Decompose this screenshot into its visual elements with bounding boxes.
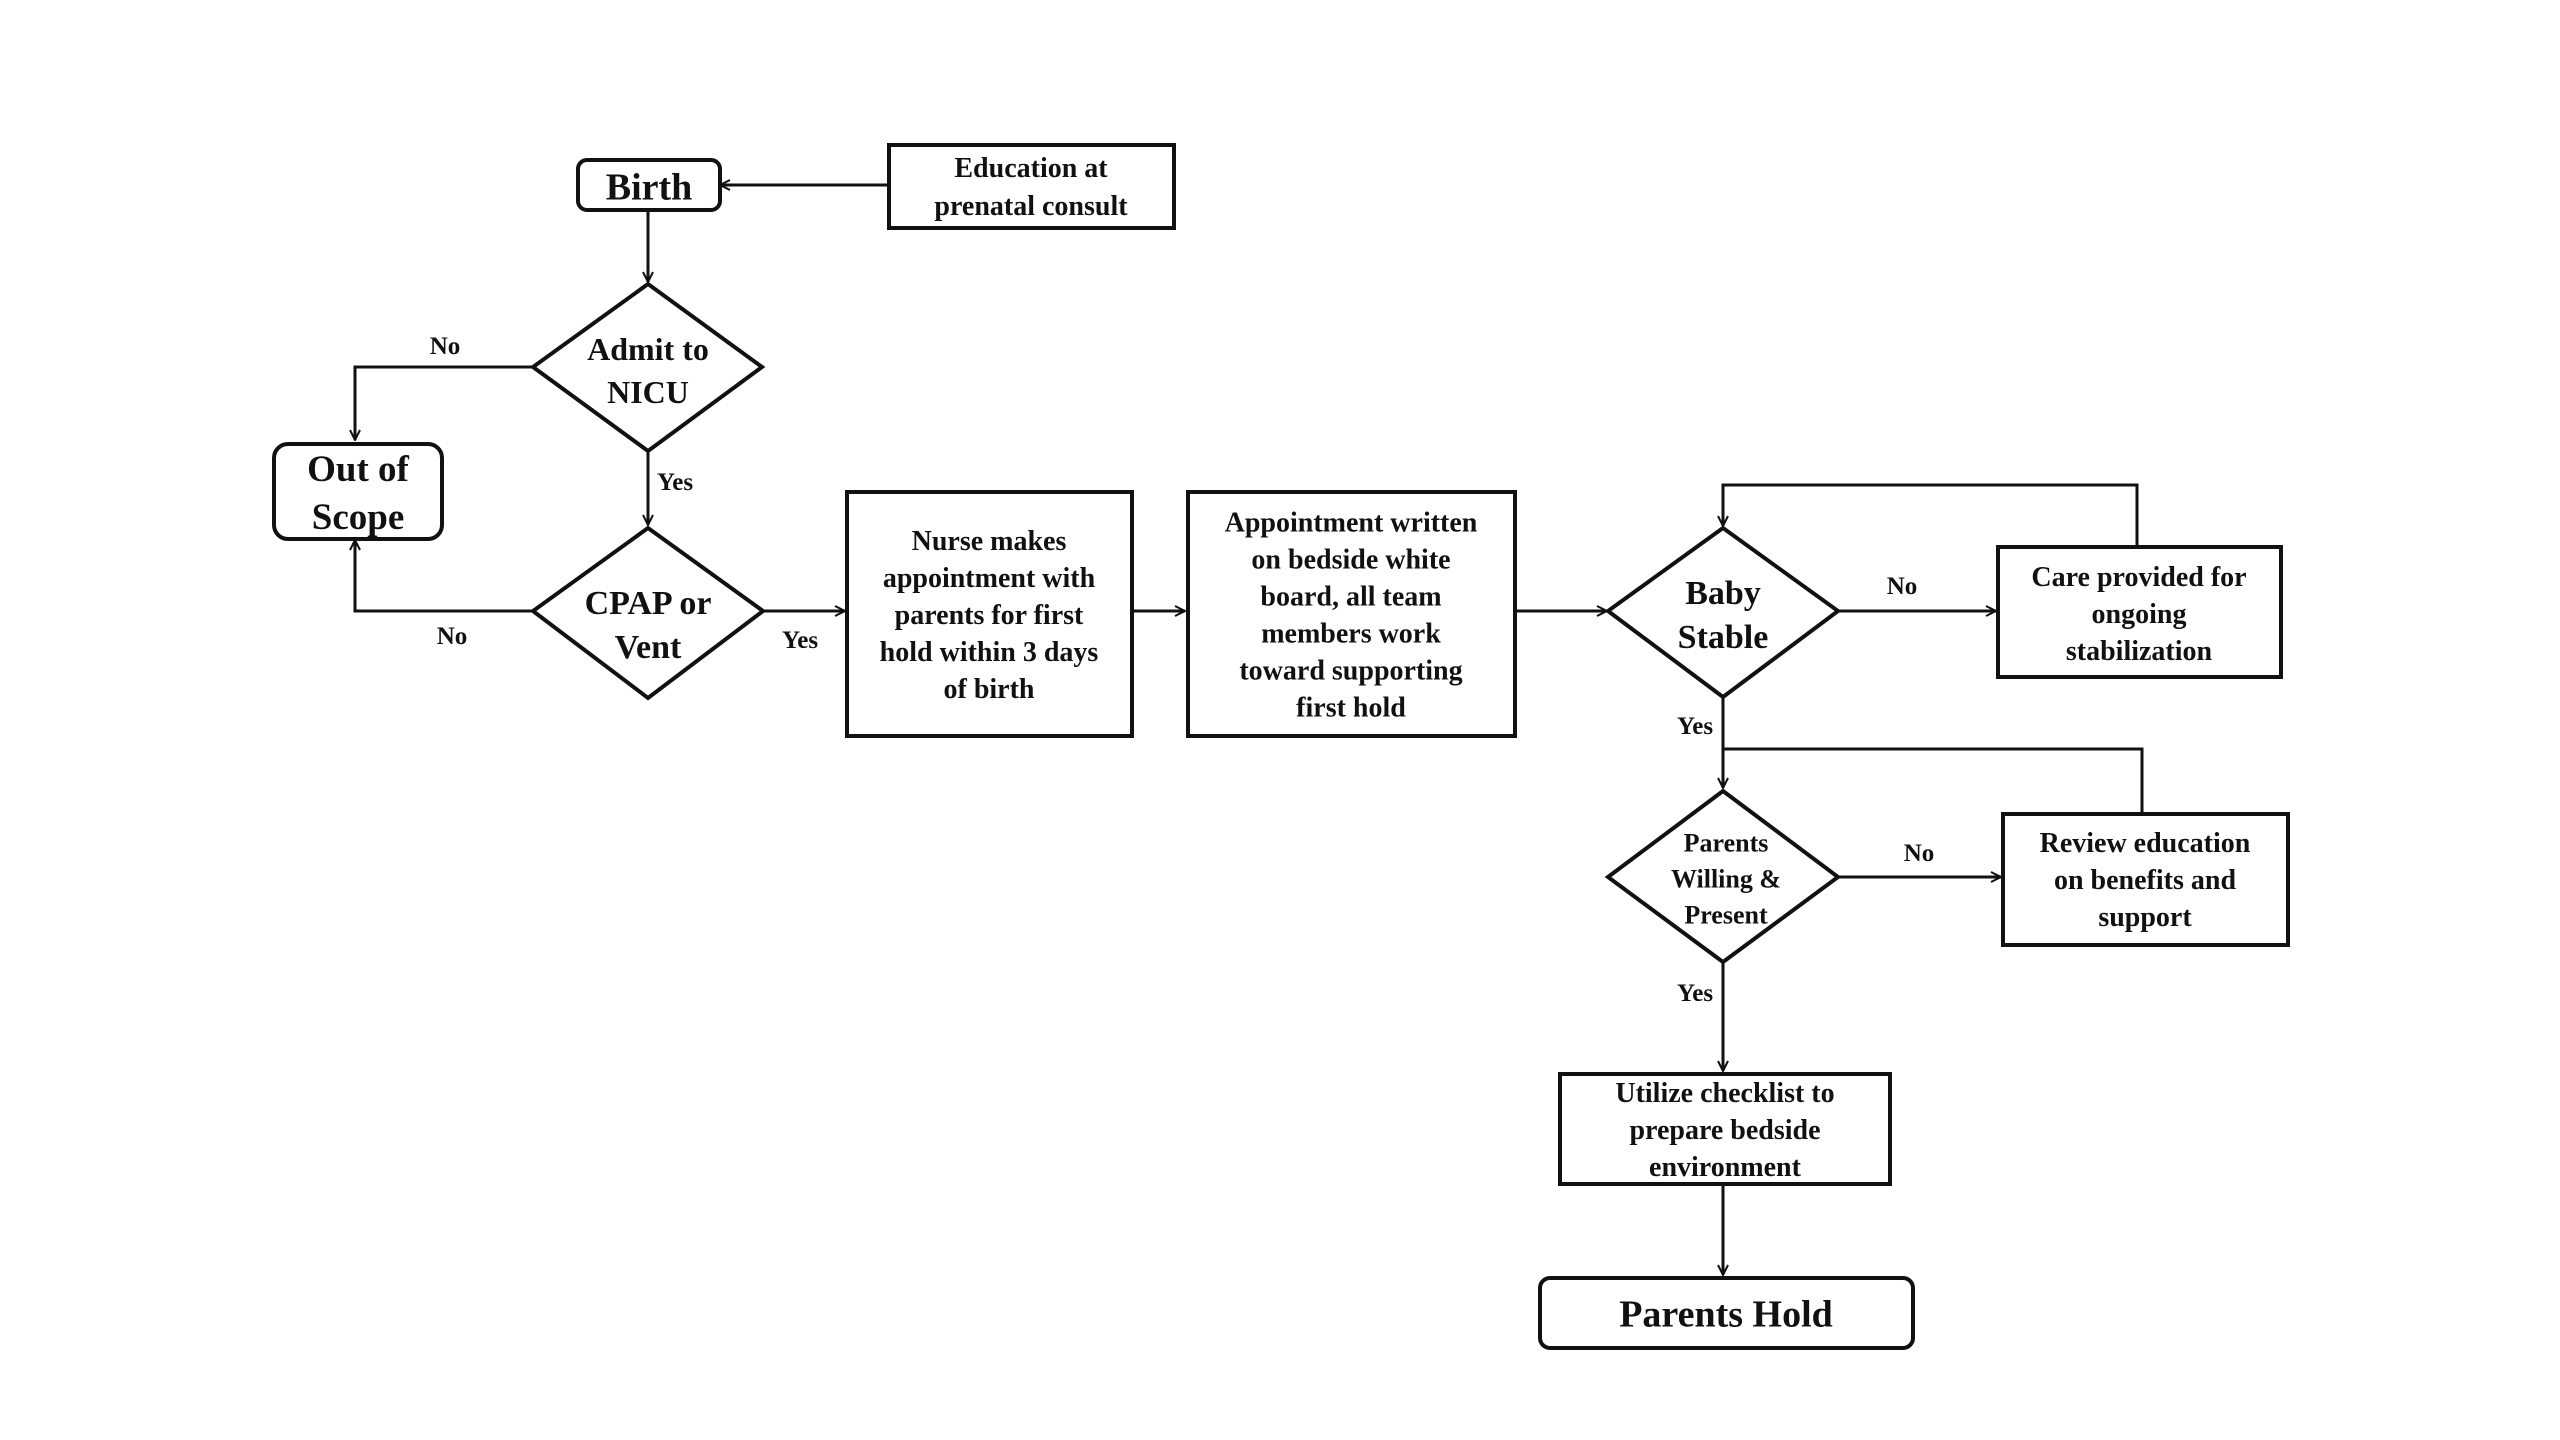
edge-admit-no-outofscope — [355, 365, 533, 440]
parents-willing-line: Present — [1684, 901, 1768, 930]
checklist-node — [1558, 1072, 1892, 1186]
nurse-line: Nurse makes — [912, 526, 1067, 557]
parents-willing-line: Willing & — [1671, 865, 1781, 894]
admit-decision — [529, 281, 766, 454]
out-of-scope-line: Scope — [312, 497, 405, 538]
cpap-text: CPAP or Vent — [585, 585, 712, 666]
checklist-line: prepare bedside — [1629, 1115, 1820, 1146]
cpap-decision — [529, 525, 767, 701]
birth-text: Birth — [606, 167, 693, 209]
education-node — [887, 143, 1176, 230]
appointment-text: Appointment written on bedside white board… — [1225, 508, 1478, 724]
admit-line: Admit to — [587, 331, 709, 367]
nurse-line: parents for first — [895, 600, 1084, 631]
checklist-line: environment — [1649, 1152, 1802, 1183]
review-line: on benefits and — [2054, 865, 2236, 896]
appointment-line: on bedside white — [1251, 545, 1450, 576]
edge-review-loop — [1723, 747, 2144, 812]
parents-hold-text: Parents Hold — [1619, 1294, 1833, 1336]
admit-line: NICU — [607, 374, 689, 410]
appointment-line: members work — [1261, 619, 1441, 650]
label-cpap-yes: Yes — [782, 627, 818, 654]
nurse-text: Nurse makes appointment with parents for f… — [880, 526, 1099, 705]
edge-care-loop-stable — [1723, 483, 2139, 545]
parents-hold-node — [1538, 1276, 1915, 1350]
parents-willing-line: Parents — [1684, 829, 1769, 858]
baby-stable-decision — [1604, 525, 1842, 700]
node-shapes — [272, 143, 2290, 1350]
label-stable-yes: Yes — [1677, 713, 1713, 740]
education-line: prenatal consult — [934, 191, 1128, 222]
care-line: stabilization — [2066, 636, 2213, 667]
edge-labels: No Yes No Yes No Yes No Yes — [430, 333, 1935, 1007]
nurse-line: appointment with — [883, 563, 1096, 594]
out-of-scope-line: Out of — [307, 449, 409, 490]
birth-node — [576, 158, 722, 212]
birth-line: Birth — [606, 167, 693, 209]
checklist-text: Utilize checklist to prepare bedside envir… — [1615, 1078, 1834, 1183]
baby-stable-line: Stable — [1678, 619, 1769, 656]
out-of-scope-text: Out of Scope — [307, 449, 409, 538]
appointment-node — [1186, 490, 1517, 738]
checklist-line: Utilize checklist to — [1615, 1078, 1834, 1109]
parents-hold-line: Parents Hold — [1619, 1294, 1833, 1336]
nurse-line: of birth — [944, 674, 1035, 705]
appointment-line: first hold — [1296, 693, 1406, 724]
review-line: Review education — [2040, 828, 2251, 859]
nurse-node — [845, 490, 1134, 738]
appointment-line: board, all team — [1260, 582, 1441, 613]
connectors — [355, 185, 2144, 1275]
edge-cpap-no-outofscope — [355, 540, 533, 613]
parents-willing-decision — [1604, 788, 1842, 965]
label-cpap-no: No — [437, 623, 468, 650]
label-willing-yes: Yes — [1677, 980, 1713, 1007]
review-node — [2001, 812, 2290, 947]
admit-text: Admit to NICU — [587, 331, 709, 410]
cpap-line: Vent — [615, 629, 682, 666]
care-node — [1996, 545, 2283, 679]
education-line: Education at — [954, 153, 1108, 184]
care-line: ongoing — [2092, 599, 2187, 630]
review-line: support — [2098, 902, 2192, 933]
label-admit-yes: Yes — [657, 469, 693, 496]
label-stable-no: No — [1887, 573, 1918, 600]
education-text: Education at prenatal consult — [934, 153, 1128, 222]
label-admit-no: No — [430, 333, 461, 360]
label-willing-no: No — [1904, 840, 1935, 867]
appointment-line: toward supporting — [1239, 656, 1462, 687]
nurse-line: hold within 3 days — [880, 637, 1099, 668]
care-line: Care provided for — [2031, 562, 2246, 593]
baby-stable-line: Baby — [1685, 575, 1761, 612]
appointment-line: Appointment written — [1225, 508, 1478, 539]
out-of-scope-node — [272, 442, 444, 541]
node-texts: Birth Education at prenatal consult Admit… — [307, 153, 2251, 1335]
review-text: Review education on benefits and support — [2040, 828, 2251, 933]
care-text: Care provided for ongoing stabilization — [2031, 562, 2246, 667]
cpap-line: CPAP or — [585, 585, 712, 622]
